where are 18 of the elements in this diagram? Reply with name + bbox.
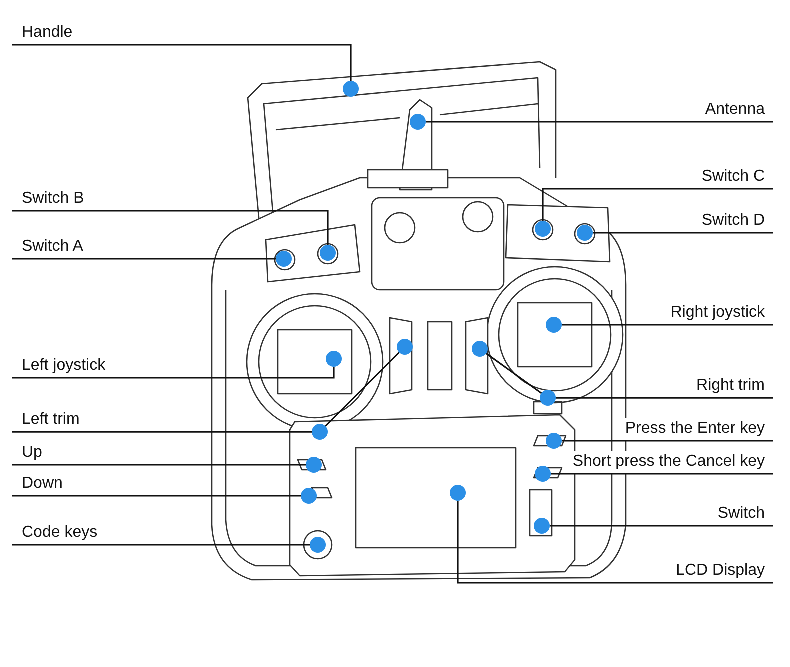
leader-line: [12, 210, 329, 245]
leader-line: [426, 121, 773, 123]
leader-line: [12, 367, 335, 379]
leader-line: [542, 188, 773, 221]
leader-line: [457, 501, 773, 584]
leader-line: [562, 440, 773, 442]
leader-line: [486, 353, 773, 399]
leader-line: [12, 44, 352, 81]
leader-line: [12, 464, 306, 466]
leader-line: [562, 324, 773, 326]
callout-dot: [343, 81, 359, 97]
leader-line: [551, 473, 773, 475]
leader-line: [593, 232, 773, 234]
leader-line: [550, 525, 773, 527]
leader-line: [12, 352, 400, 433]
leader-line: [12, 495, 301, 497]
leader-line: [12, 258, 276, 260]
leader-line: [12, 544, 310, 546]
